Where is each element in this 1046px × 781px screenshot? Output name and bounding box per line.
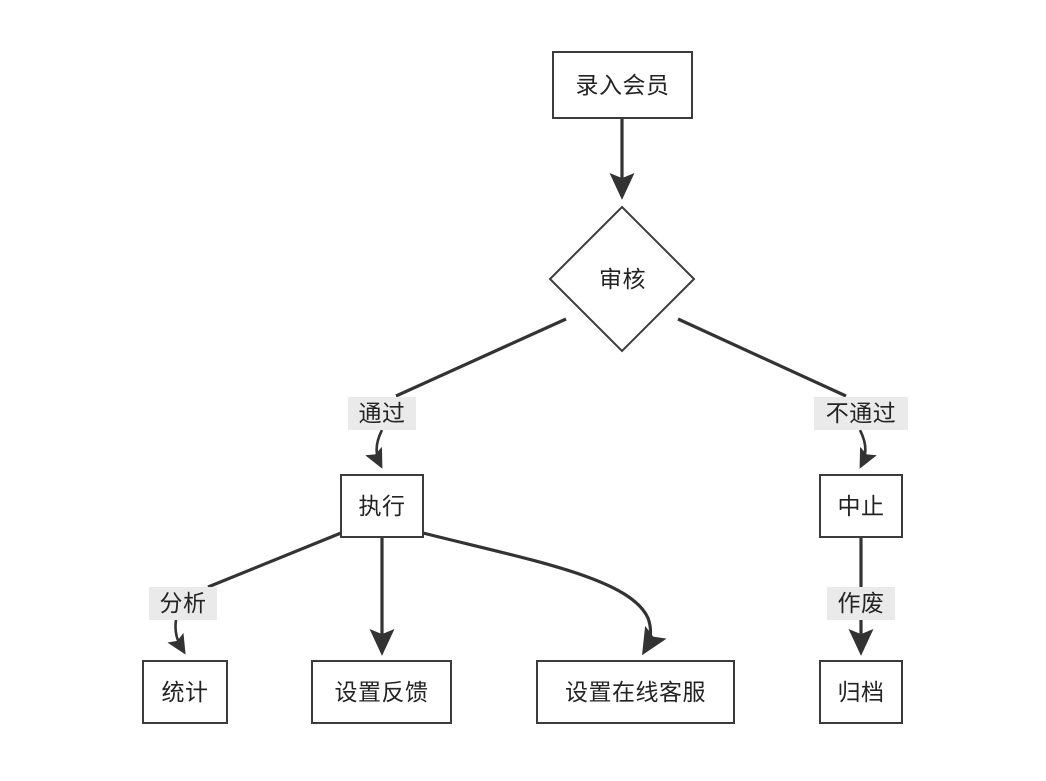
node-enter-member-box[interactable] — [552, 51, 693, 119]
node-set-feedback-label: 设置反馈 — [335, 680, 429, 706]
edge-label-void-bg — [827, 587, 895, 620]
edge-label-fail-bg — [814, 397, 908, 430]
edge-execute-to-set-online-service — [422, 531, 667, 656]
edge-label-pass: 通过 — [348, 397, 416, 430]
node-set-online-service-label: 设置在线客服 — [565, 680, 706, 706]
edge-path-e4b — [167, 619, 186, 655]
node-abort[interactable]: 中止 — [819, 474, 903, 538]
node-set-online-service[interactable]: 设置在线客服 — [536, 660, 735, 724]
node-execute[interactable]: 执行 — [340, 474, 424, 538]
node-archive-box[interactable] — [819, 660, 903, 724]
edge-execute-to-statistics — [167, 531, 342, 655]
edge-path-e2a — [395, 317, 567, 398]
node-statistics-box[interactable] — [142, 660, 228, 724]
node-review[interactable]: 审核 — [548, 205, 696, 353]
node-execute-label: 执行 — [359, 494, 406, 520]
node-review-diamond[interactable] — [548, 205, 696, 353]
edge-path-e4a — [207, 531, 342, 589]
edge-label-analysis: 分析 — [149, 587, 217, 620]
edge-label-pass-bg — [348, 397, 416, 430]
node-execute-box[interactable] — [340, 474, 424, 538]
edge-path-e3a — [677, 317, 847, 398]
edge-review-to-execute — [365, 317, 567, 469]
node-enter-member[interactable]: 录入会员 — [552, 51, 693, 119]
edge-path-e2b — [365, 429, 384, 469]
node-review-label: 审核 — [599, 267, 646, 293]
edge-path-e6 — [422, 531, 667, 656]
node-set-feedback[interactable]: 设置反馈 — [311, 660, 452, 724]
edge-label-fail-text: 不通过 — [826, 401, 897, 427]
edge-label-fail: 不通过 — [814, 397, 908, 430]
node-statistics-label: 统计 — [162, 680, 209, 706]
node-set-feedback-box[interactable] — [311, 660, 452, 724]
node-abort-box[interactable] — [819, 474, 903, 538]
edge-review-to-abort — [677, 317, 877, 469]
node-set-online-service-box[interactable] — [536, 660, 735, 724]
node-archive[interactable]: 归档 — [819, 660, 903, 724]
edge-label-analysis-bg — [149, 587, 217, 620]
node-enter-member-label: 录入会员 — [576, 73, 670, 99]
edge-label-analysis-text: 分析 — [160, 591, 207, 617]
edge-label-pass-text: 通过 — [359, 401, 406, 427]
edge-label-void-text: 作废 — [838, 591, 885, 617]
node-archive-label: 归档 — [838, 680, 885, 706]
edge-label-void: 作废 — [827, 587, 895, 620]
edge-path-e3b — [858, 429, 877, 469]
node-statistics[interactable]: 统计 — [142, 660, 228, 724]
node-abort-label: 中止 — [838, 494, 885, 520]
